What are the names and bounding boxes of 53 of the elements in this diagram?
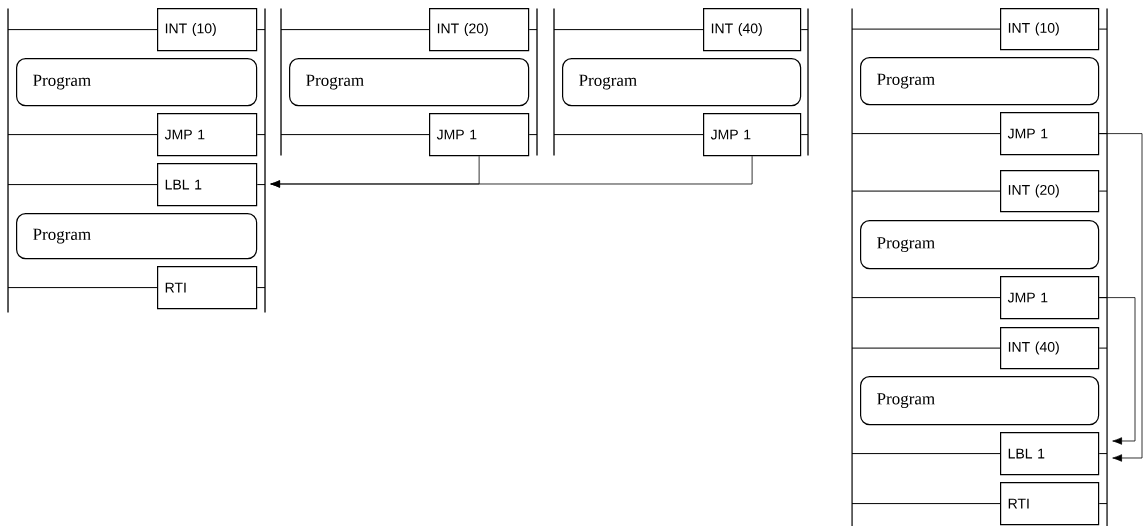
rung-line xyxy=(528,29,538,31)
instruction-box: INT (20) xyxy=(429,8,530,52)
rung-line xyxy=(851,503,1001,505)
rung-line xyxy=(1098,133,1108,135)
jump-arrow xyxy=(270,155,753,188)
instruction-box: INT (20) xyxy=(1000,170,1100,213)
rung-line xyxy=(1098,453,1108,455)
rung-line xyxy=(851,453,1001,455)
rung-line xyxy=(851,297,1001,299)
instruction-box: JMP 1 xyxy=(703,113,802,157)
instruction-box: INT (40) xyxy=(703,8,802,52)
instruction-box: LBL 1 xyxy=(1000,432,1100,476)
rung-line xyxy=(7,29,158,31)
program-block: Program xyxy=(860,220,1100,270)
rung-line xyxy=(7,134,158,136)
rung-line xyxy=(7,287,158,289)
program-block: Program xyxy=(860,57,1100,106)
instruction-box: JMP 1 xyxy=(429,113,530,157)
rung-line xyxy=(256,29,266,31)
rung-line xyxy=(553,134,704,136)
rung-line xyxy=(1098,297,1108,299)
instruction-box: INT (40) xyxy=(1000,327,1100,370)
program-block: Program xyxy=(16,58,258,107)
rung-line xyxy=(1098,347,1108,349)
instruction-box: JMP 1 xyxy=(1000,276,1100,320)
program-block: Program xyxy=(562,58,802,107)
instruction-box: JMP 1 xyxy=(157,113,258,157)
rung-line xyxy=(256,134,266,136)
rung-line xyxy=(528,134,538,136)
instruction-box: RTI xyxy=(157,266,258,310)
rung-line xyxy=(800,29,809,31)
rung-line xyxy=(851,190,1001,192)
rung-line xyxy=(256,287,266,289)
rung-line xyxy=(851,133,1001,135)
rung-line xyxy=(553,29,704,31)
rung-line xyxy=(256,184,266,186)
program-block: Program xyxy=(860,376,1100,426)
rung-line xyxy=(851,28,1001,30)
rung-line xyxy=(280,134,430,136)
instruction-box: INT (10) xyxy=(157,8,258,52)
program-block: Program xyxy=(289,58,530,107)
rung-line xyxy=(7,184,158,186)
rung-line xyxy=(1098,190,1108,192)
instruction-box: INT (10) xyxy=(1000,8,1100,51)
rung-line xyxy=(800,134,809,136)
instruction-box: JMP 1 xyxy=(1000,112,1100,156)
rung-line xyxy=(280,29,430,31)
program-block: Program xyxy=(16,213,258,260)
instruction-box: RTI xyxy=(1000,482,1100,526)
rung-line xyxy=(1098,28,1108,30)
rung-line xyxy=(851,347,1001,349)
rung-line xyxy=(1098,503,1108,505)
instruction-box: LBL 1 xyxy=(157,163,258,207)
